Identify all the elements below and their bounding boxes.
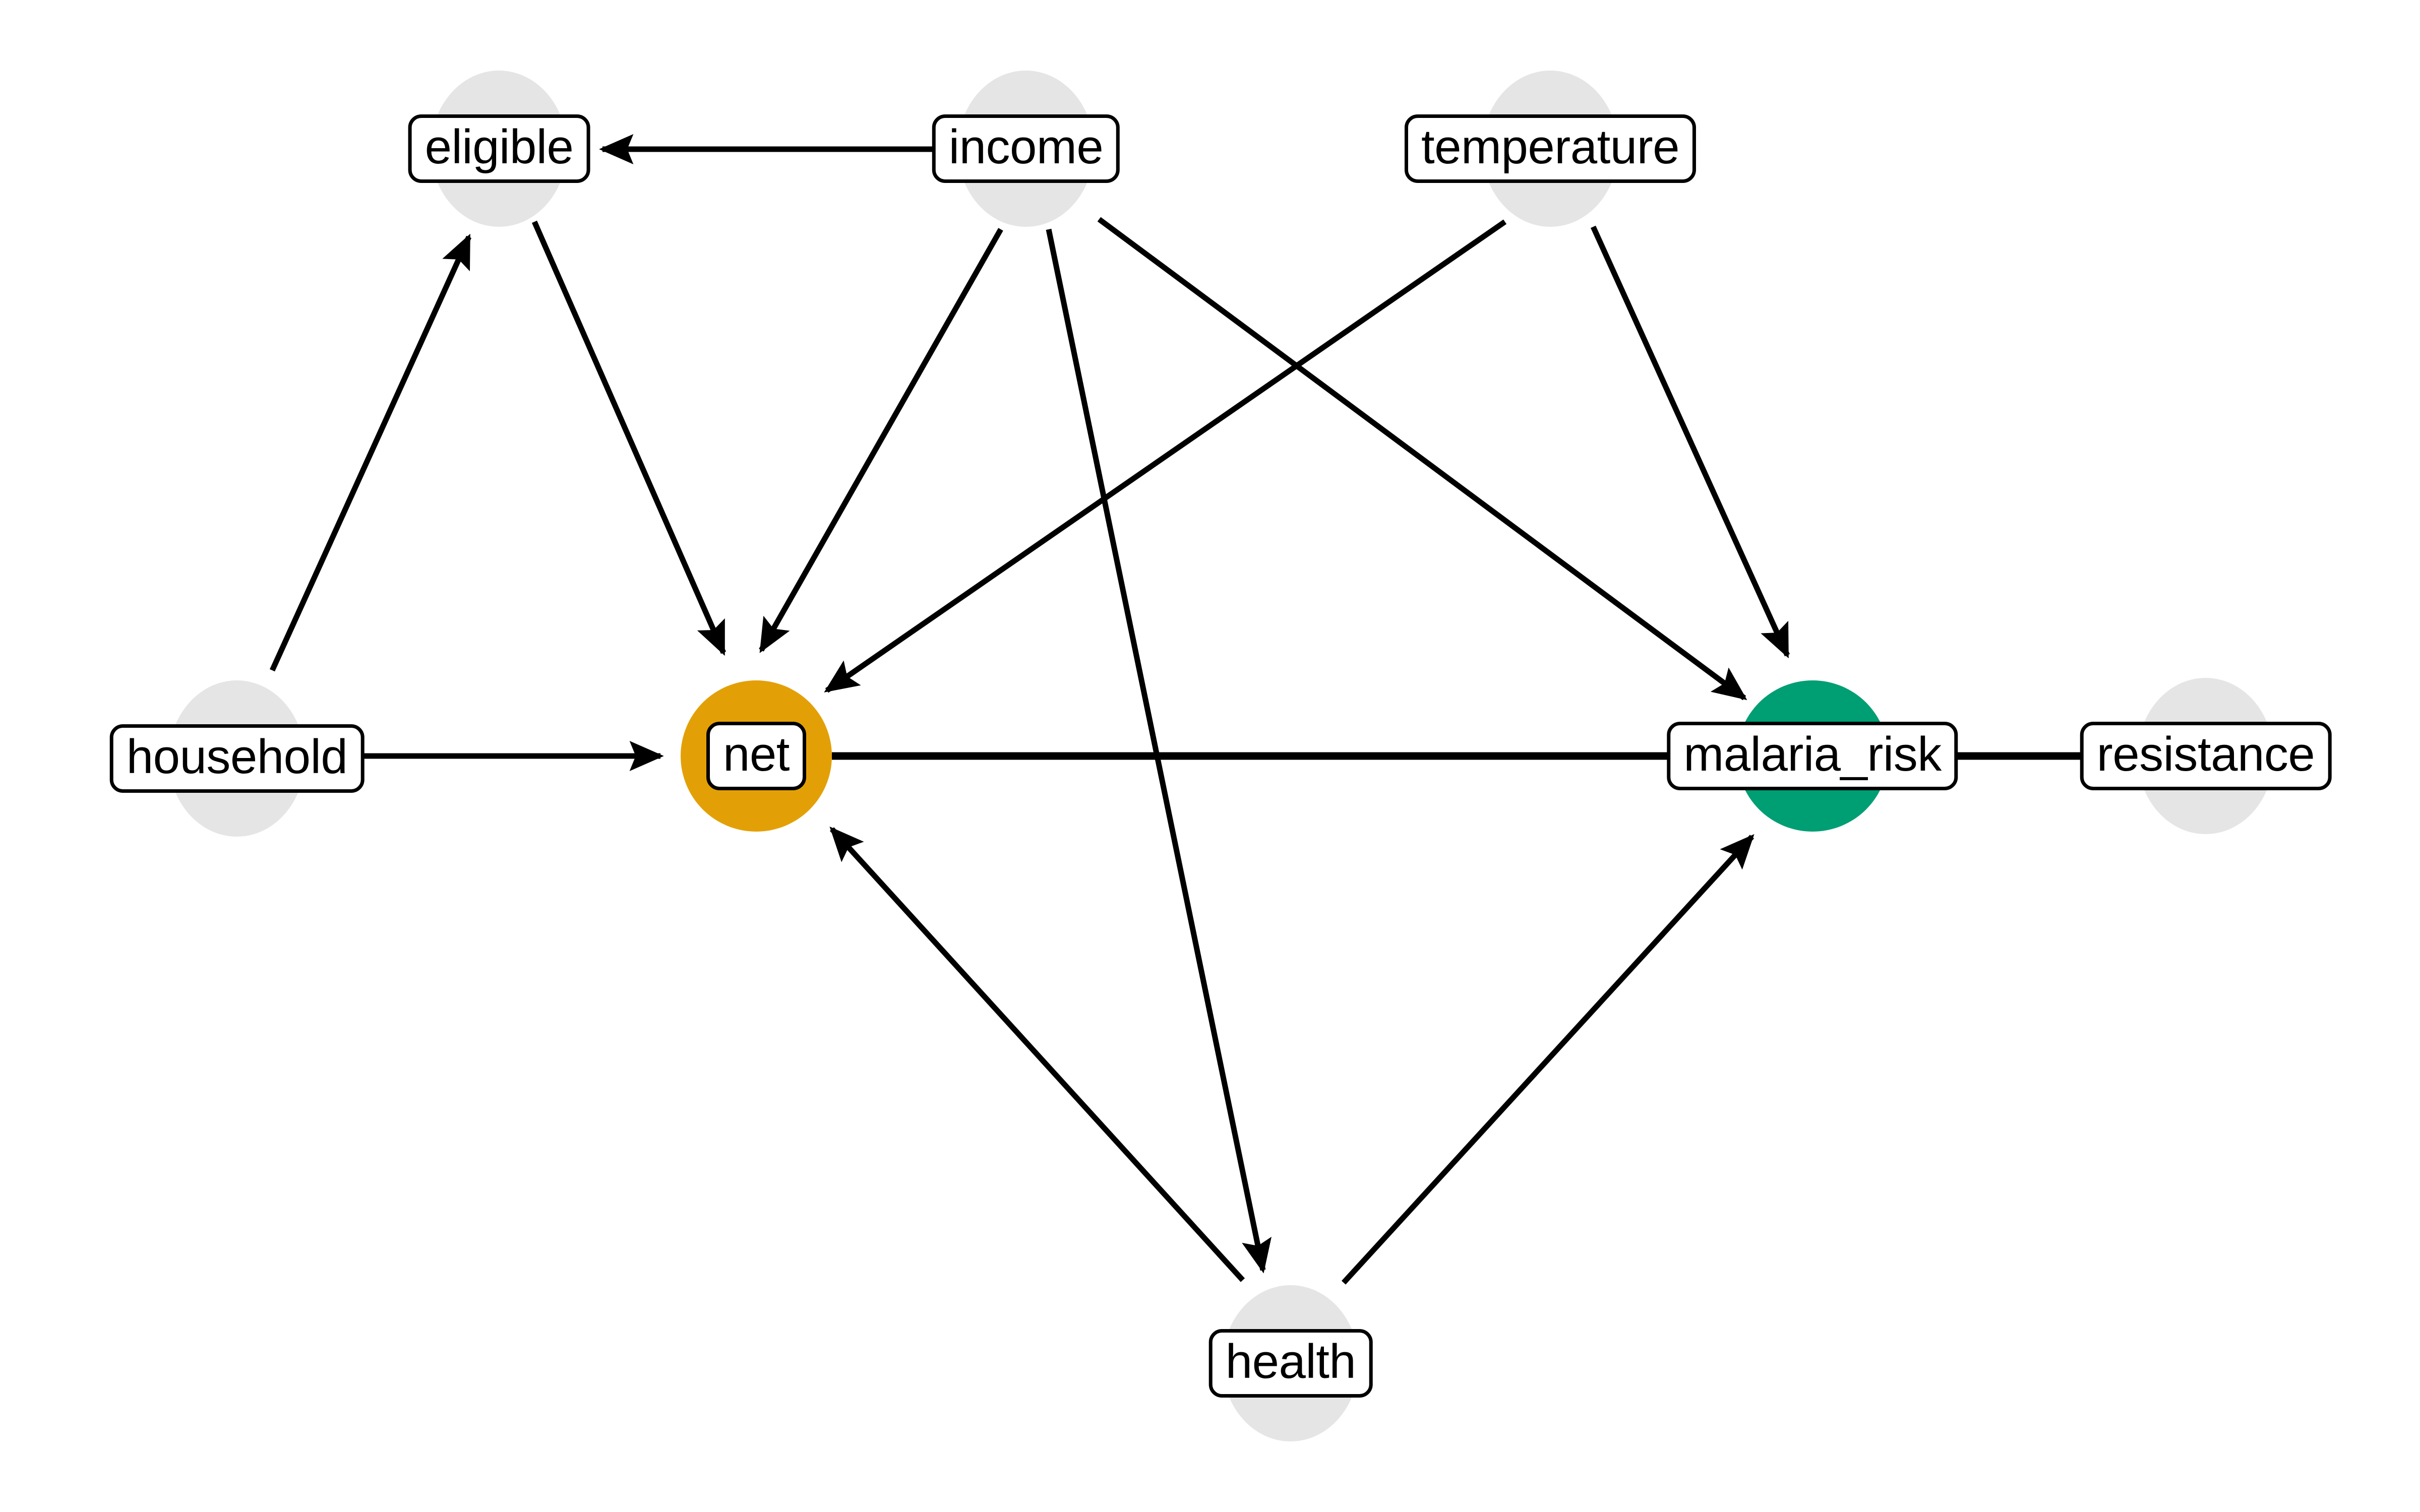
node-label-household: household	[126, 730, 348, 784]
node-label-temperature: temperature	[1421, 120, 1680, 174]
node-temperature[interactable]: temperature	[1404, 71, 1697, 227]
edge-health-to-net	[829, 826, 1245, 1282]
node-label-health: health	[1225, 1335, 1356, 1389]
edge-group	[269, 134, 2115, 1285]
edge-health-to-malaria_risk	[1341, 834, 1754, 1285]
node-label-box-net: net	[706, 722, 806, 790]
edge-income-to-net	[759, 228, 1003, 653]
node-malaria_risk[interactable]: malaria_risk	[1667, 680, 1958, 832]
edge-income-to-health	[1046, 228, 1272, 1274]
node-net[interactable]: net	[680, 680, 832, 832]
node-label-malaria_risk: malaria_risk	[1683, 727, 1942, 781]
edge-income-to-malaria_risk	[1097, 217, 1747, 701]
node-label-box-malaria_risk: malaria_risk	[1667, 722, 1958, 790]
node-label-eligible: eligible	[425, 120, 574, 174]
edge-eligible-to-net	[531, 220, 727, 656]
node-label-box-temperature: temperature	[1404, 114, 1697, 183]
node-label-box-health: health	[1208, 1329, 1373, 1398]
node-eligible[interactable]: eligible	[408, 71, 590, 227]
node-label-box-household: household	[109, 724, 365, 793]
node-health[interactable]: health	[1208, 1285, 1373, 1441]
node-label-resistance: resistance	[2096, 727, 2315, 781]
node-household[interactable]: household	[109, 680, 365, 837]
node-income[interactable]: income	[932, 71, 1120, 227]
node-label-box-resistance: resistance	[2080, 722, 2332, 790]
edge-temperature-to-net	[824, 219, 1507, 693]
edge-temperature-to-malaria_risk	[1590, 225, 1790, 659]
edge-household-to-eligible	[269, 233, 472, 672]
node-label-income: income	[948, 120, 1104, 174]
node-label-box-eligible: eligible	[408, 114, 590, 183]
node-resistance[interactable]: resistance	[2080, 678, 2332, 834]
node-label-net: net	[723, 727, 790, 781]
node-label-box-income: income	[932, 114, 1120, 183]
